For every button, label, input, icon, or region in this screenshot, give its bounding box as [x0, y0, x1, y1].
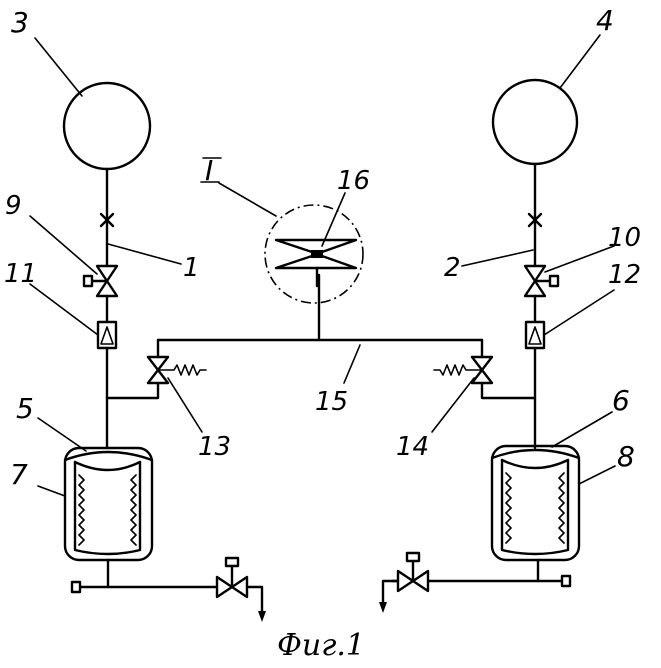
- figure-caption: Фиг.1: [277, 628, 365, 663]
- label-4: 4: [596, 4, 614, 37]
- sensor-element-16: [276, 240, 356, 286]
- label-2: 2: [444, 253, 461, 283]
- label-7: 7: [10, 458, 28, 491]
- valve-9: [84, 266, 117, 296]
- label-15: 15: [315, 387, 348, 417]
- drain-outlet-left: [247, 587, 266, 622]
- drain-plug-right: [562, 576, 570, 586]
- label-11: 11: [4, 259, 37, 289]
- tank-left: [65, 448, 152, 560]
- tank-right: [492, 446, 579, 560]
- label-3: 3: [11, 6, 29, 39]
- gas-balloon-left: [64, 83, 150, 169]
- gas-balloon-right: [493, 80, 577, 164]
- label-10: 10: [608, 223, 641, 253]
- label-9: 9: [5, 191, 22, 221]
- branch-pipe-right: [482, 383, 535, 398]
- valve-13: [148, 357, 206, 383]
- heater-coil-right: [506, 473, 564, 543]
- label-8: 8: [617, 440, 635, 473]
- label-6: 6: [612, 384, 630, 417]
- branch-pipe-left: [107, 383, 158, 398]
- drain-outlet-right: [379, 581, 398, 613]
- label-13: 13: [198, 432, 231, 462]
- drain-valve-left: [217, 558, 247, 597]
- check-valve-11: [98, 322, 116, 348]
- valve-14: [434, 357, 492, 383]
- valve-10: [525, 266, 558, 296]
- check-valve-12: [526, 322, 544, 348]
- label-12: 12: [608, 260, 641, 290]
- label-16: 16: [337, 166, 370, 196]
- label-5: 5: [16, 392, 34, 425]
- label-14: 14: [396, 432, 429, 462]
- drain-valve-right: [398, 553, 428, 591]
- drain-plug-left: [72, 582, 80, 592]
- label-1: 1: [183, 253, 200, 283]
- heater-coil-left: [79, 475, 136, 545]
